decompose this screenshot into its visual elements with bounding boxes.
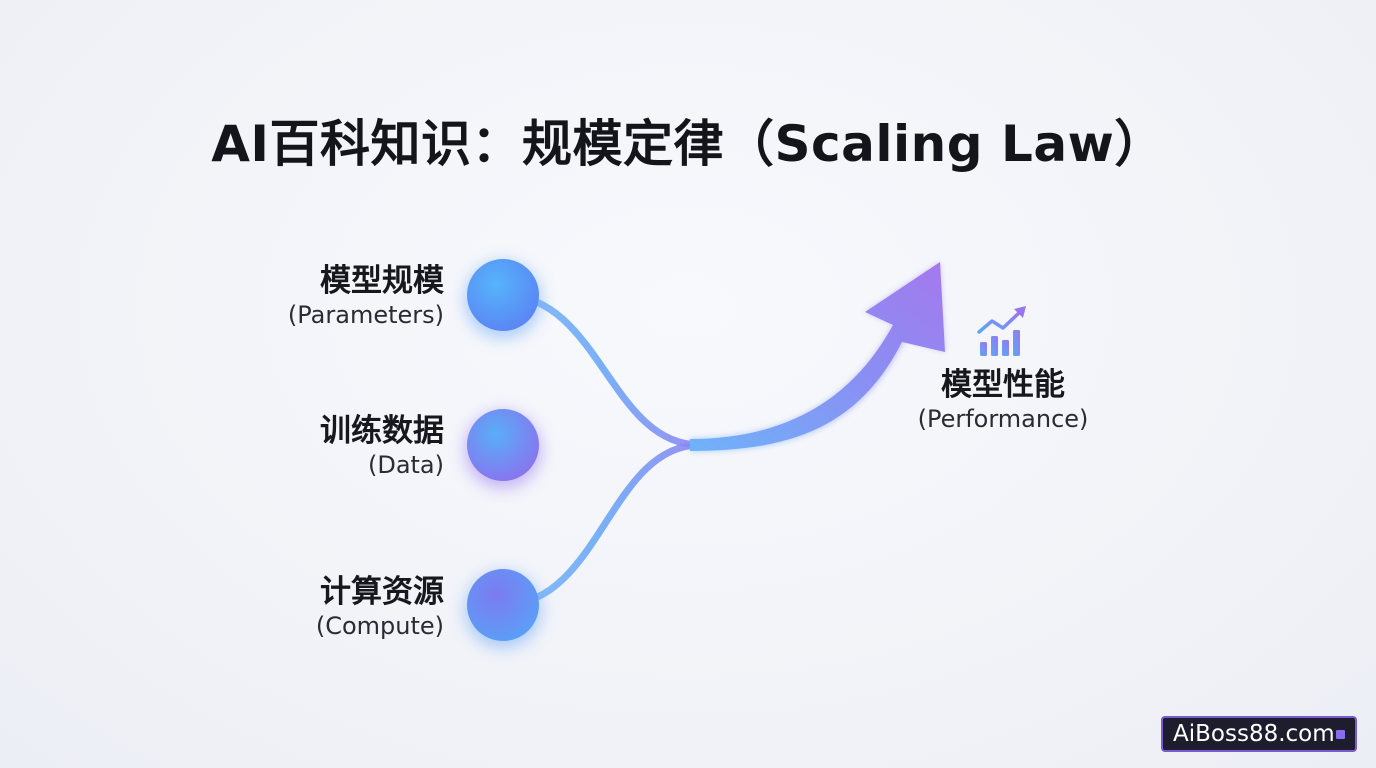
watermark-text: AiBoss88.com [1173, 721, 1335, 747]
bar-chart-trend-icon [977, 306, 1026, 356]
output-label-performance: 模型性能 (Performance) [888, 366, 1118, 434]
input-label-compute-en: (Compute) [315, 612, 444, 640]
growth-arrow-shape [690, 262, 945, 451]
square-icon [1336, 730, 1345, 739]
output-label-performance-en: (Performance) [917, 405, 1089, 433]
page-title: AI百科知识：规模定律（Scaling Law） [211, 115, 1165, 173]
growth-arrow [690, 262, 945, 452]
input-label-parameters-en: (Parameters) [287, 301, 444, 329]
input-nodes [465, 259, 541, 648]
output-label-performance-zh: 模型性能 [941, 367, 1065, 403]
watermark-badge: AiBoss88.com [1161, 716, 1357, 752]
input-label-compute-zh: 计算资源 [320, 574, 444, 610]
node-compute [467, 569, 539, 641]
input-label-compute: 计算资源 (Compute) [204, 573, 444, 641]
input-label-data-en: (Data) [367, 451, 444, 479]
input-label-data-zh: 训练数据 [320, 413, 444, 449]
input-label-parameters-zh: 模型规模 [320, 263, 444, 299]
node-data [467, 409, 539, 481]
input-label-data: 训练数据 (Data) [204, 412, 444, 480]
input-label-parameters: 模型规模 (Parameters) [204, 262, 444, 330]
node-parameters [467, 259, 539, 331]
